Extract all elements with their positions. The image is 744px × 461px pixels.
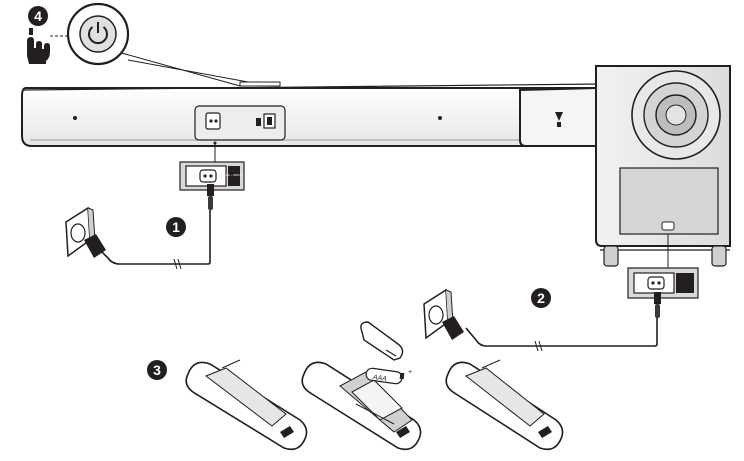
power-cable-1 — [99, 210, 211, 265]
step-4-badge: 4 — [28, 6, 48, 26]
soundbar-end-cap — [519, 86, 605, 147]
svg-text:+: + — [408, 369, 412, 376]
cable-break — [534, 340, 543, 352]
remote-control-icon — [445, 359, 564, 451]
svg-text:3: 3 — [153, 362, 161, 378]
power-plug-icon — [207, 184, 214, 210]
subwoofer-power-inlet-detail — [627, 267, 699, 299]
remote-control-icon — [185, 359, 308, 451]
wall-plug — [84, 234, 106, 258]
power-button-callout — [66, 2, 271, 87]
power-icon — [88, 22, 108, 45]
battery-label: AAA — [371, 374, 387, 383]
step-1-badge: 1 — [166, 217, 186, 237]
svg-text:1: 1 — [172, 219, 180, 235]
subwoofer-foot — [711, 245, 727, 267]
subwoofer-driver — [631, 70, 721, 160]
svg-text:4: 4 — [34, 8, 42, 24]
step-3-badge: 3 — [147, 360, 167, 380]
rear-connector-panel — [194, 105, 286, 145]
hand-press-icon — [27, 28, 50, 64]
soundbar-power-inlet-detail: AC ~ INPUT — [179, 161, 245, 191]
soundbar-screw — [73, 116, 77, 120]
step-2-badge: 2 — [531, 288, 551, 308]
soundbar-screw — [438, 116, 442, 120]
wall-plug — [442, 316, 464, 340]
power-input-label: AC ~ INPUT — [226, 173, 243, 177]
battery-cover — [360, 321, 404, 361]
remote-control-open — [301, 361, 422, 451]
wall-outlet-icon — [423, 288, 454, 340]
subwoofer-foot — [603, 245, 619, 267]
cable-break — [173, 258, 182, 270]
soundbar — [21, 81, 605, 147]
power-cable-2 — [465, 318, 658, 347]
subwoofer — [595, 65, 731, 268]
battery-icon: AAA + — [365, 367, 412, 385]
power-plug-icon — [654, 292, 661, 318]
svg-text:2: 2 — [537, 290, 545, 306]
